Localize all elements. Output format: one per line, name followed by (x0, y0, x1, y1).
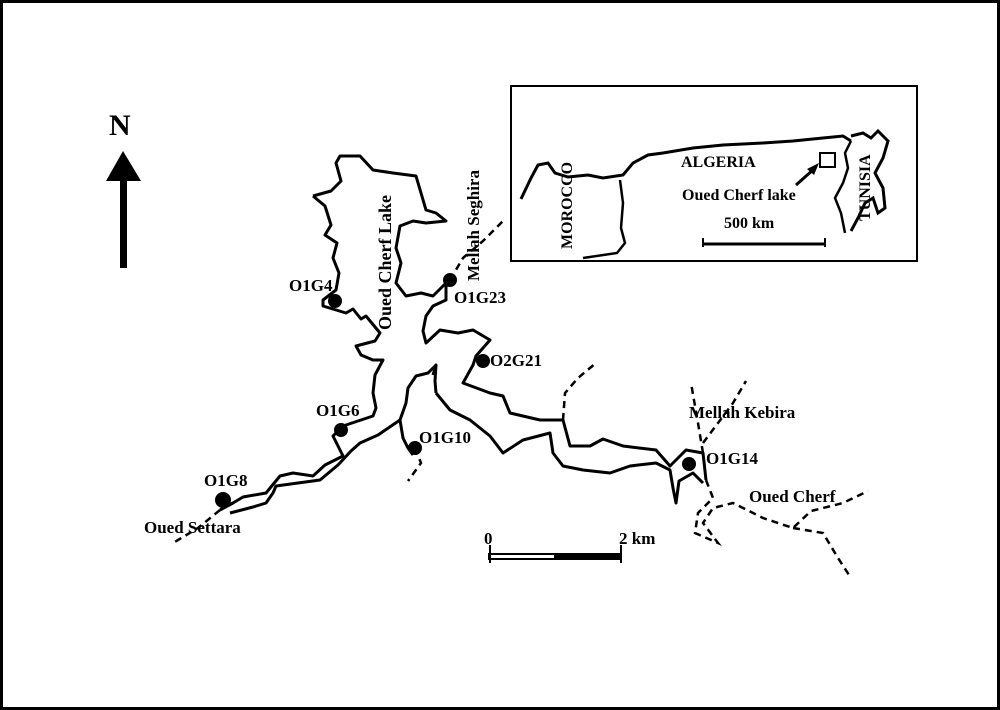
station-label: O1G6 (316, 401, 360, 420)
river-label-mellah-kebira: Mellah Kebira (689, 403, 796, 422)
station-label: O1G23 (454, 288, 506, 307)
north-arrow-icon (106, 151, 141, 268)
station-label: O1G10 (419, 428, 471, 447)
inset-map (510, 85, 918, 262)
station-dot-o1g23 (443, 273, 457, 287)
river-oued-cherf (693, 479, 869, 579)
north-label: N (109, 109, 131, 142)
inset-site-label: Oued Cherf lake (682, 187, 796, 204)
inset-label-algeria: ALGERIA (681, 154, 756, 171)
map-canvas (106, 85, 918, 579)
stations (215, 273, 696, 508)
scale-end-label: 2 km (619, 529, 656, 548)
station-dot-o1g14 (682, 457, 696, 471)
lake-name-label: Oued Cherf Lake (375, 195, 395, 330)
lake-shoreline-west (219, 194, 438, 515)
station-label: O1G14 (706, 449, 758, 468)
station-dot-o1g8 (215, 492, 231, 508)
station-label: O1G8 (204, 471, 248, 490)
river-tributary-1 (561, 362, 597, 421)
inset-label-morocco: MOROCCO (559, 161, 576, 249)
lake-shoreline-north (312, 154, 708, 505)
river-label-mellah-seghira: Mellah Seghira (464, 170, 483, 281)
river-mellah-seghira (448, 220, 504, 281)
river-label-oued-settara: Oued Settara (144, 518, 241, 537)
river-mellah-kebira-a (689, 382, 705, 454)
station-dot-o1g10 (408, 441, 422, 455)
scale-start-label: 0 (484, 529, 493, 548)
rivers (172, 220, 869, 579)
inset-scale-label: 500 km (724, 215, 775, 232)
inset-label-tunisia: TUNISIA (857, 154, 874, 221)
scale-bar (488, 545, 622, 563)
river-mellah-kebira-b (702, 380, 748, 444)
station-label: O2G21 (490, 351, 542, 370)
station-dot-o2g21 (476, 354, 490, 368)
station-dot-o1g4 (328, 294, 342, 308)
river-oued-settara (172, 509, 221, 545)
station-dot-o1g6 (334, 423, 348, 437)
station-label: O1G4 (289, 276, 333, 295)
river-label-oued-cherf: Oued Cherf (749, 487, 836, 506)
